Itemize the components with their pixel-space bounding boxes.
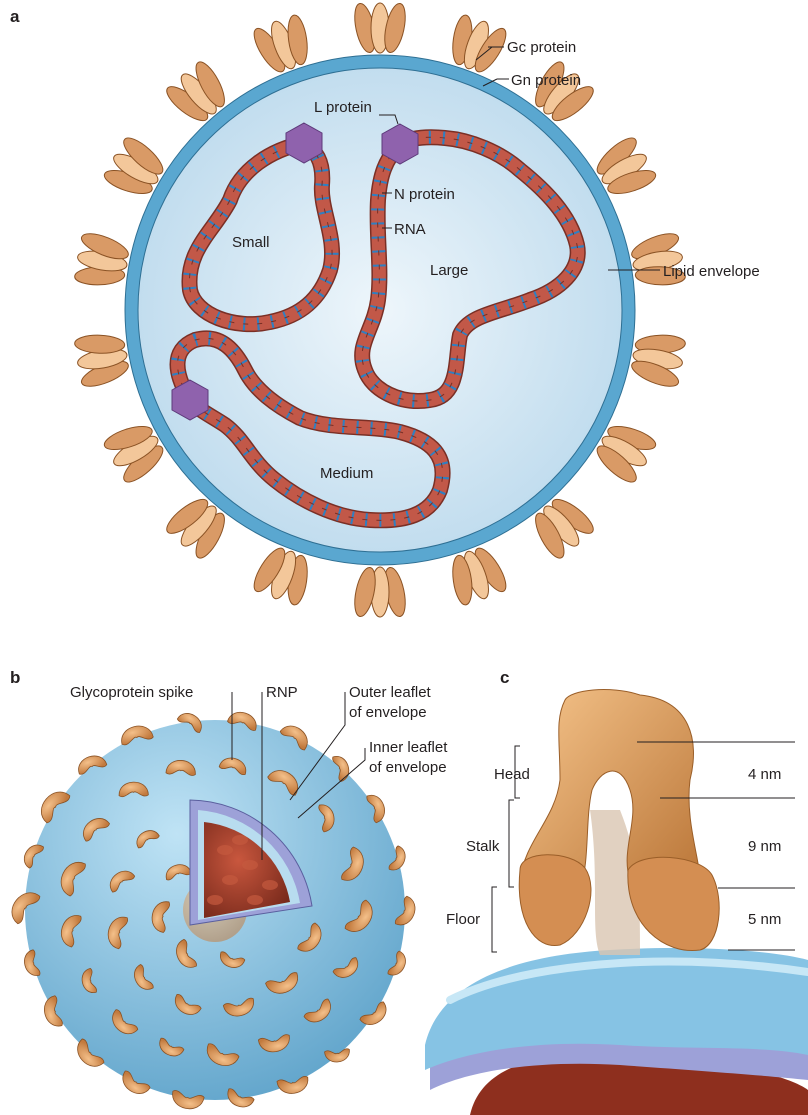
glycoprotein-spike bbox=[627, 228, 689, 294]
rnp-fold bbox=[247, 895, 263, 905]
panel-b-letter: b bbox=[10, 668, 20, 687]
panel-c-letter: c bbox=[500, 668, 509, 687]
label-outer-leaflet-2: of envelope bbox=[349, 704, 427, 721]
label-head: Head bbox=[494, 766, 530, 783]
panel-a-letter: a bbox=[10, 7, 20, 26]
panel-b: b Glycoprotein spike RNP Outer leaflet o… bbox=[5, 668, 448, 1111]
panel-a: a Gc protein Gn protein Lipid envelope L… bbox=[10, 2, 760, 619]
rnp-fold bbox=[222, 875, 238, 885]
spike-floor-right bbox=[628, 857, 719, 950]
spike-floor-left bbox=[519, 855, 591, 946]
panel-c: c Head Stalk Floor 4 nm 9 nm 5 nm bbox=[425, 668, 808, 1115]
label-lipid-envelope: Lipid envelope bbox=[663, 263, 760, 280]
label-small-segment: Small bbox=[232, 234, 270, 251]
label-glycoprotein-spike: Glycoprotein spike bbox=[70, 684, 193, 701]
label-floor: Floor bbox=[446, 911, 480, 928]
label-floor-size: 5 nm bbox=[748, 911, 781, 928]
label-stalk-size: 9 nm bbox=[748, 838, 781, 855]
glycoprotein-spike bbox=[351, 2, 409, 55]
label-large-segment: Large bbox=[430, 262, 468, 279]
label-head-size: 4 nm bbox=[748, 766, 781, 783]
stalk-bracket bbox=[509, 800, 514, 887]
glycoprotein-spike bbox=[627, 326, 689, 392]
rnp-fold bbox=[232, 835, 248, 845]
rnp-fold bbox=[217, 845, 233, 855]
glycoprotein-spike bbox=[351, 566, 409, 619]
glycoprotein-spike bbox=[71, 326, 133, 392]
rnp-fold bbox=[262, 880, 278, 890]
label-inner-leaflet-1: Inner leaflet bbox=[369, 739, 448, 756]
label-medium-segment: Medium bbox=[320, 465, 373, 482]
label-n-protein: N protein bbox=[394, 186, 455, 203]
label-l-protein: L protein bbox=[314, 99, 372, 116]
label-inner-leaflet-2: of envelope bbox=[369, 759, 447, 776]
label-rnp: RNP bbox=[266, 684, 298, 701]
rnp-fold bbox=[242, 860, 258, 870]
floor-bracket bbox=[492, 887, 497, 952]
label-outer-leaflet-1: Outer leaflet bbox=[349, 684, 432, 701]
label-rna: RNA bbox=[394, 221, 426, 238]
label-gc-protein: Gc protein bbox=[507, 39, 576, 56]
rnp-fold bbox=[207, 895, 223, 905]
gc-lobe bbox=[74, 334, 125, 354]
glycoprotein-spike bbox=[71, 228, 133, 294]
label-stalk: Stalk bbox=[466, 838, 500, 855]
label-gn-protein: Gn protein bbox=[511, 72, 581, 89]
